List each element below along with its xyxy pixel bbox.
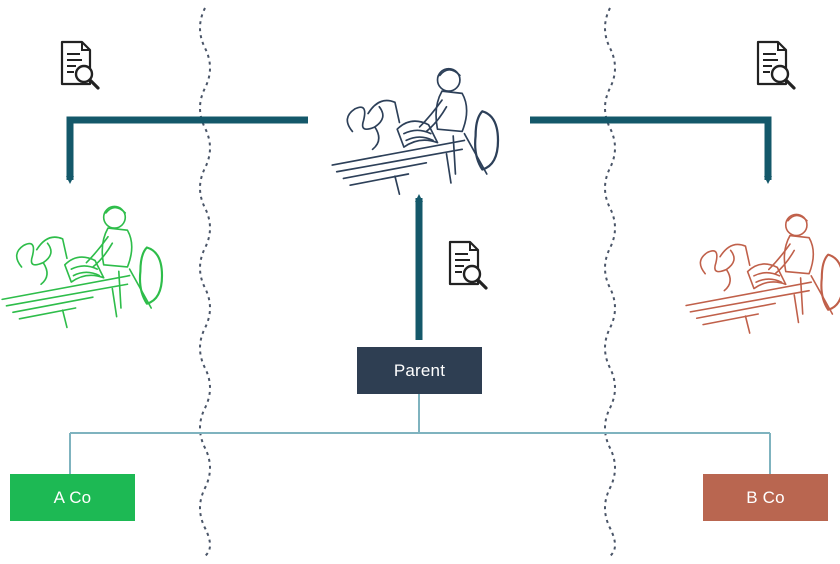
b-co-box: B Co — [703, 474, 828, 521]
parent-box: Parent — [357, 347, 482, 394]
document-search-icon — [756, 40, 796, 90]
flow-arrows — [66, 116, 772, 340]
right-boundary-line — [604, 7, 616, 557]
document-search-icon — [60, 40, 100, 90]
document-search-icon — [448, 240, 488, 290]
worker-illustration-left — [1, 205, 164, 329]
arrow-right-branch — [530, 116, 772, 184]
left-boundary-line — [199, 7, 211, 557]
worker-illustration-center — [331, 67, 500, 196]
org-connector-lines — [69, 394, 771, 474]
arrow-left-branch — [66, 116, 308, 184]
worker-illustration-right — [685, 213, 840, 335]
a-co-box: A Co — [10, 474, 135, 521]
